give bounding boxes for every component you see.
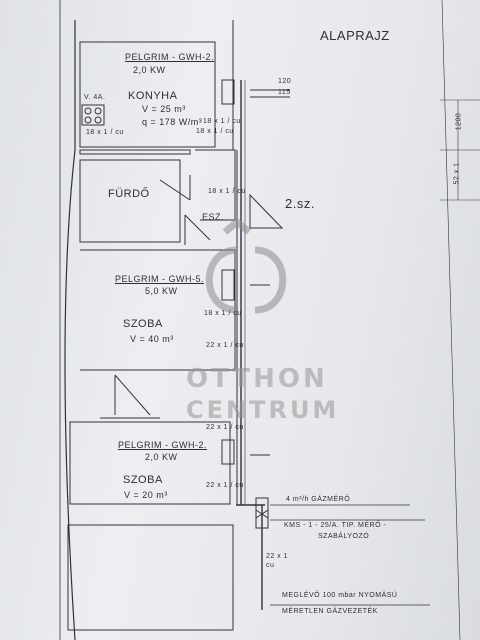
window-triangle xyxy=(249,193,284,229)
room2-outline xyxy=(69,421,231,505)
page-title: ALAPRAJZ xyxy=(320,28,390,43)
kitchen-unit-label: PELGRIM - GWH-2. xyxy=(125,52,215,62)
door-swing xyxy=(159,179,191,201)
gas-meter-symbol xyxy=(255,509,269,519)
gas-meter-symbol xyxy=(255,497,269,529)
pipe-size-label: cu xyxy=(266,562,275,569)
pipe-size-label: 18 x 1 / cu xyxy=(208,188,246,195)
wall-segment xyxy=(79,149,191,155)
pipe-size-label: 18 x 1 / cu xyxy=(204,310,242,317)
esz-room-name: ESZ. xyxy=(202,212,225,222)
heater-appliance-room1 xyxy=(221,269,235,301)
room2-unit-label: PELGRIM - GWH-2. xyxy=(118,440,208,450)
bottom-room-outline xyxy=(67,524,234,631)
kitchen-room-outline xyxy=(79,41,216,148)
otthon-centrum-logo xyxy=(205,217,287,314)
room2-room-name: SZOBA xyxy=(123,474,163,486)
room1-room-name: SZOBA xyxy=(123,318,163,330)
pipe-size-label: 18 x 1 / cu xyxy=(203,118,241,125)
pipe-size-label: 18 x 1 / cu xyxy=(196,128,234,135)
regulator-label-2: SZABÁLYOZÓ xyxy=(318,533,370,540)
existing-pipe-label-2: MÉRETLEN GÁZVEZETÉK xyxy=(282,608,378,615)
kitchen-volume: V = 25 m³ xyxy=(142,104,186,114)
pipe-size-label: 22 x 1 / cu xyxy=(206,342,244,349)
pipe-size-label: 18 x 1 / cu xyxy=(86,129,124,136)
room2-volume: V = 20 m³ xyxy=(124,490,168,500)
room2-power-label: 2,0 KW xyxy=(145,452,178,462)
side-dimension: 1200 xyxy=(455,112,463,131)
burner-icon xyxy=(94,116,102,124)
outer-wall xyxy=(64,20,76,640)
stove-appliance xyxy=(81,104,105,126)
pipe-size-label: 22 x 1 / cu xyxy=(206,482,244,489)
esz-room-outline xyxy=(195,149,236,221)
watermark-line1: OTTHON xyxy=(186,364,328,394)
burner-icon xyxy=(84,107,92,115)
room1-unit-label: PELGRIM - GWH-5. xyxy=(115,274,205,284)
existing-pipe-label: MEGLÉVŐ 100 mbar NYOMÁSÚ xyxy=(282,592,398,599)
pipe-size-label: 22 x 1 xyxy=(266,553,289,560)
gas-meter-label: 4 m³/h GÁZMÉRŐ xyxy=(286,496,351,503)
flue-dimension: 120 xyxy=(278,78,292,85)
flue-dimension: 115 xyxy=(278,89,291,96)
floor-label: 2.sz. xyxy=(285,196,315,211)
heater-appliance-kitchen xyxy=(221,79,235,105)
kitchen-power-label: 2,0 KW xyxy=(133,65,166,75)
kitchen-room-name: KONYHA xyxy=(128,90,178,102)
bathroom-room-name: FÜRDŐ xyxy=(108,188,150,200)
heater-appliance-room2 xyxy=(221,439,235,465)
door-swing xyxy=(184,214,211,241)
burner-icon xyxy=(84,116,92,124)
sheet-right-edge xyxy=(441,0,461,640)
watermark-line2: CENTRUM xyxy=(186,396,340,424)
room1-volume: V = 40 m³ xyxy=(130,334,174,344)
regulator-label: KMS - 1 - 25/A. TIP. MÉRŐ - xyxy=(284,522,387,529)
stove-label: V. 4A. xyxy=(84,94,106,101)
kitchen-heat-value: q = 178 W/m³ xyxy=(142,117,203,127)
door-swing xyxy=(114,374,151,416)
burner-icon xyxy=(94,107,102,115)
pipe-size-label: 22 x 1 / cu xyxy=(206,424,244,431)
bathroom-room-outline xyxy=(79,159,181,243)
side-dimension: 52 x 1 xyxy=(453,162,461,185)
room1-power-label: 5,0 KW xyxy=(145,286,178,296)
